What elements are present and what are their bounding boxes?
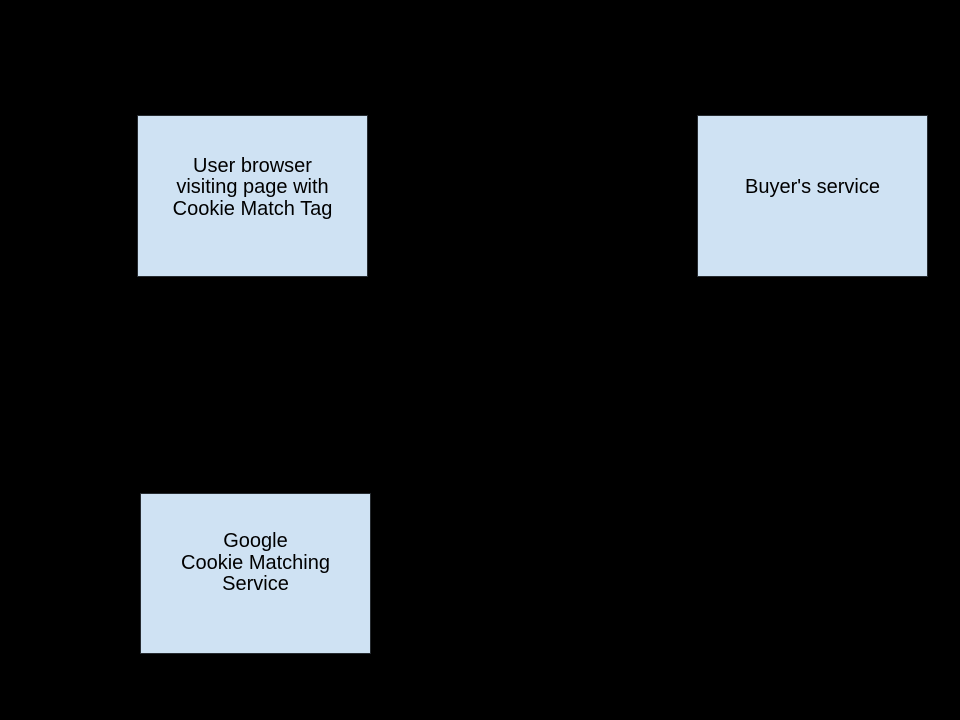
node-label-line: Cookie Matching	[181, 551, 330, 574]
node-label-line: Cookie Match Tag	[172, 197, 333, 220]
node-google-cookie-matching-service-label: Google Cookie Matching Service	[141, 531, 370, 596]
node-label-line: Buyer's service	[745, 176, 880, 199]
node-user-browser: User browser visiting page with Cookie M…	[137, 115, 368, 277]
node-buyers-service: Buyer's service	[697, 115, 928, 277]
node-label-line: User browser	[193, 154, 312, 177]
node-buyers-service-label: Buyer's service	[698, 177, 927, 199]
node-label-line: visiting page with	[176, 176, 329, 199]
node-google-cookie-matching-service: Google Cookie Matching Service	[140, 493, 371, 654]
node-label-line: Service	[222, 573, 289, 596]
node-user-browser-label: User browser visiting page with Cookie M…	[138, 154, 367, 221]
node-label-line: Google	[223, 530, 288, 553]
